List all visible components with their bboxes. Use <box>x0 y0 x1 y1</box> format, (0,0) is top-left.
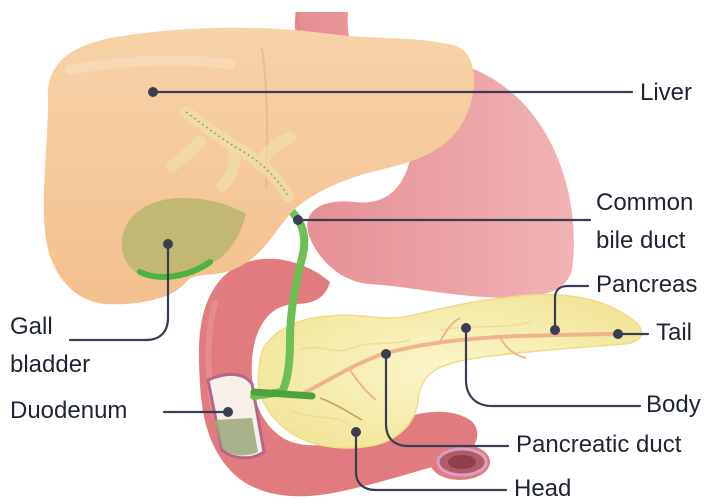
pancreas-label: Pancreas <box>596 270 697 300</box>
duodenum-label: Duodenum <box>10 396 127 426</box>
gall-bladder-label-line2: bladder <box>10 350 90 380</box>
gall-bladder-label-line1: Gall <box>10 312 53 342</box>
jejunum-end <box>430 444 490 480</box>
body-label: Body <box>646 390 701 420</box>
liver-label: Liver <box>640 78 692 108</box>
tail-label: Tail <box>656 318 692 348</box>
common-bile-duct-label-line2: bile duct <box>596 226 685 256</box>
head-label: Head <box>514 474 571 504</box>
pancreatic-duct-label: Pancreatic duct <box>516 430 681 460</box>
common-bile-duct-label-line1: Common <box>596 188 693 218</box>
